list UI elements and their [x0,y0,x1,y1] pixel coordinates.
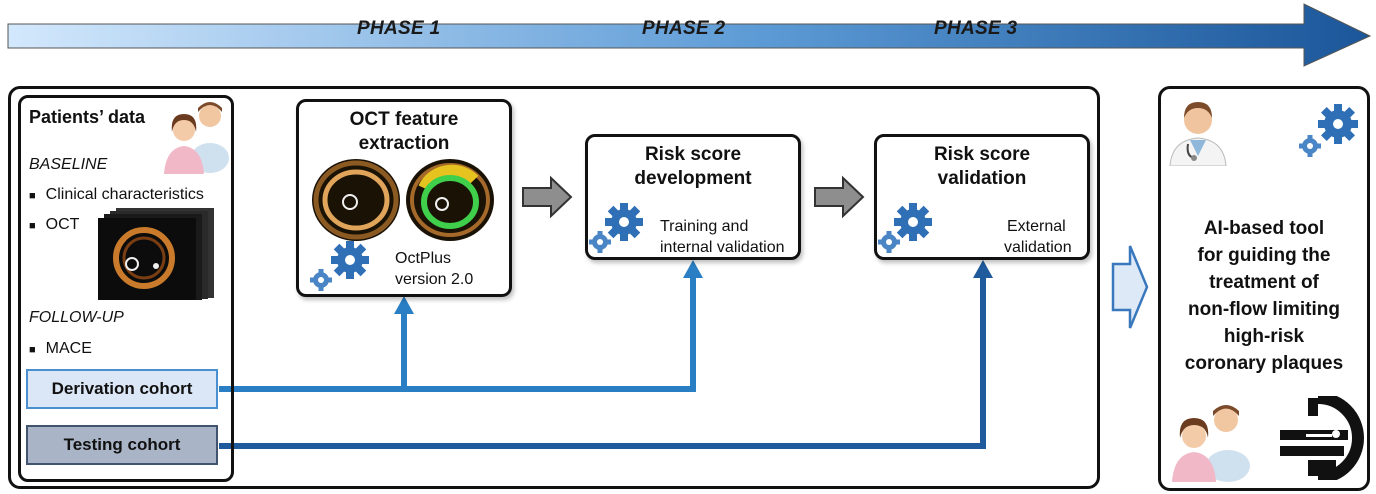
val-box-title-line1: Risk score [933,144,1031,165]
baseline-item-oct: ■OCT [29,216,80,233]
ai-tool-panel: AI-based tool for guiding the treatment … [1158,86,1370,491]
dev-box-title-line1: Risk score [644,144,742,165]
ai-tool-line-2: for guiding the [1197,245,1331,266]
ai-tool-line-1: AI-based tool [1203,218,1325,239]
oct-cross-section-segmented-icon [406,159,494,241]
patients-icon-ai [1172,405,1250,482]
patients-data-title: Patients’ data [29,107,146,127]
oct-tool-line2: version 2.0 [395,271,474,288]
doctor-icon [1169,102,1227,166]
derivation-cohort-box: Derivation cohort [26,369,218,409]
testing-cohort-box: Testing cohort [26,425,218,465]
dev-desc-line2: internal validation [660,239,785,256]
followup-item-mace: ■MACE [29,340,92,357]
workflow-container [8,86,1100,489]
val-desc-line1: External [1007,218,1066,235]
gear-icon-dev [589,203,643,253]
risk-score-development-box: Risk score development Training and inte… [585,134,801,260]
timeline-arrow [7,3,1372,67]
ai-tool-line-5: high-risk [1223,326,1305,347]
oct-box-title-line1: OCT feature [349,109,459,130]
oct-tool-line1: OctPlus [395,250,452,267]
phase-3-label: PHASE 3 [934,18,1018,39]
val-box-title-line2: validation [937,168,1027,189]
ai-tool-line-6: coronary plaques [1184,353,1344,374]
ai-tool-line-3: treatment of [1209,272,1319,293]
val-desc-line2: validation [1004,239,1072,256]
gear-icon-val [878,203,932,253]
phase-1-label: PHASE 1 [357,18,441,39]
oct-cross-section-raw-icon [312,159,400,241]
ai-tool-line-4: non-flow limiting [1188,299,1340,320]
mri-scanner-icon [1280,396,1364,480]
gear-icon [310,241,369,291]
followup-label: FOLLOW-UP [29,309,124,326]
baseline-label: BASELINE [29,156,108,173]
gear-icon-ai [1299,104,1358,157]
ai-tool-description: AI-based tool for guiding the treatment … [1161,215,1367,377]
phase-2-label: PHASE 2 [642,18,726,39]
patients-icon [164,102,229,174]
oct-image-icon [98,208,214,300]
dev-box-title-line2: development [634,168,752,189]
patients-data-panel: Patients’ data BASELINE ■Clinical charac… [18,95,234,482]
oct-box-title-line2: extraction [358,133,450,154]
baseline-item-clinical: ■Clinical characteristics [29,186,204,203]
dev-desc-line1: Training and [660,218,749,235]
